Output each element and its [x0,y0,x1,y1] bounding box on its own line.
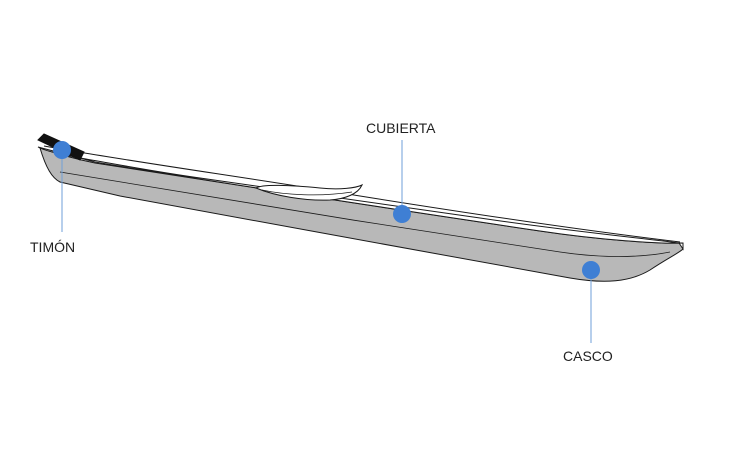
rudder-marker[interactable] [53,141,71,159]
hull-marker[interactable] [582,261,600,279]
deck-marker[interactable] [393,205,411,223]
deck-label: CUBIERTA [366,120,436,136]
hull-label: CASCO [563,348,613,364]
rudder-label: TIMÓN [30,239,75,255]
kayak-deck [37,146,684,251]
callout-rudder: TIMÓN [30,141,75,255]
callout-hull: CASCO [563,261,613,364]
kayak-cockpit-rim [261,189,353,196]
kayak-deck-edge [43,145,681,243]
kayak-illustration [37,133,684,282]
callout-deck: CUBIERTA [366,120,436,223]
kayak-cockpit [254,183,364,201]
